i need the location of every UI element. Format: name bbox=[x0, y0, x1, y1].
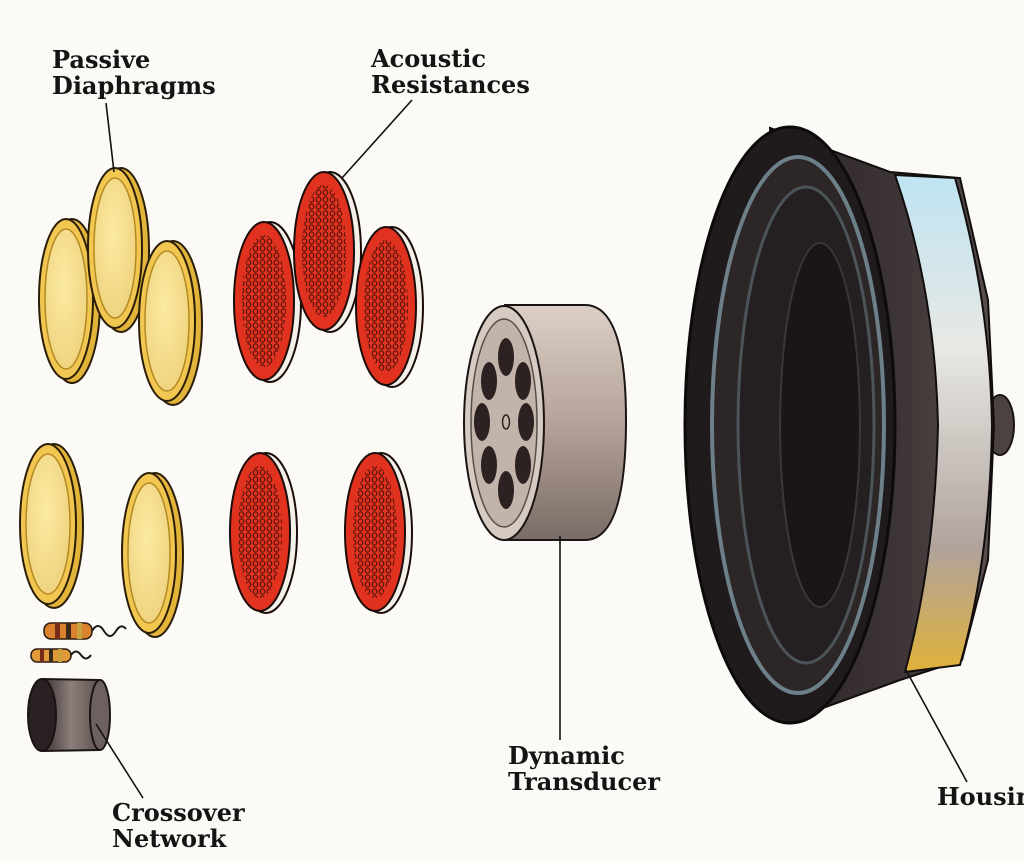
passive-diaphragm bbox=[121, 472, 184, 638]
label-crossover-network: Crossover Network bbox=[112, 800, 245, 852]
label-passive-diaphragms-line-1: Passive bbox=[52, 45, 151, 74]
label-acoustic-resistances-line-1: Acoustic bbox=[371, 44, 487, 73]
acoustic-resistances-group bbox=[229, 171, 424, 614]
label-acoustic-resistances-line-2: Resistances bbox=[371, 70, 530, 99]
leader-line-housing bbox=[905, 669, 968, 783]
acoustic-resistance bbox=[344, 452, 413, 614]
passive-diaphragm bbox=[19, 443, 84, 609]
resistor bbox=[30, 648, 92, 663]
label-passive-diaphragms: Passive Diaphragms bbox=[52, 47, 216, 99]
dynamic-transducer bbox=[463, 304, 628, 541]
acoustic-resistance bbox=[293, 171, 362, 333]
acoustic-resistance bbox=[233, 221, 302, 383]
crossover-cylinder bbox=[27, 678, 111, 752]
housing bbox=[683, 125, 1015, 725]
leader-line-acoustic bbox=[341, 99, 413, 179]
leader-line-passive bbox=[105, 102, 115, 173]
passive-diaphragms-group bbox=[19, 167, 203, 638]
label-dynamic-transducer: Dynamic Transducer bbox=[508, 743, 660, 795]
label-housing: Housin bbox=[937, 784, 1024, 810]
crossover-network bbox=[27, 622, 127, 752]
resistor bbox=[43, 622, 127, 640]
leader-lines bbox=[95, 99, 968, 799]
label-crossover-network-line-2: Network bbox=[112, 824, 227, 853]
label-acoustic-resistances: Acoustic Resistances bbox=[371, 46, 530, 98]
acoustic-resistance bbox=[229, 452, 298, 614]
label-dynamic-transducer-line-2: Transducer bbox=[508, 767, 661, 796]
label-housing-line-1: Housin bbox=[937, 782, 1024, 811]
passive-diaphragm bbox=[38, 218, 101, 384]
acoustic-resistance bbox=[355, 226, 424, 388]
label-dynamic-transducer-line-1: Dynamic bbox=[508, 741, 625, 770]
passive-diaphragm bbox=[87, 167, 150, 333]
label-passive-diaphragms-line-2: Diaphragms bbox=[52, 71, 216, 100]
passive-diaphragm bbox=[138, 240, 203, 406]
label-crossover-network-line-1: Crossover bbox=[112, 798, 245, 827]
leader-line-crossover bbox=[95, 723, 144, 799]
